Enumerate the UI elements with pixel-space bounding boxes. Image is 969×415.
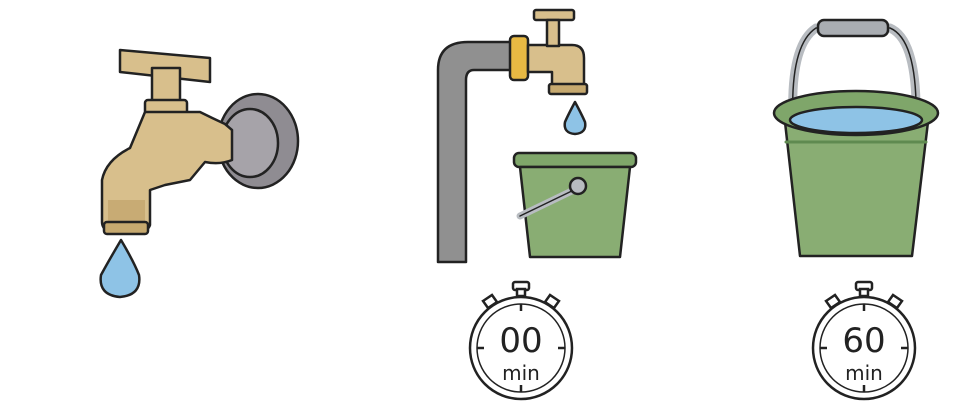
water-drop — [565, 102, 586, 134]
pipe-coupling — [510, 36, 528, 80]
stopwatch-crown-stem — [860, 289, 868, 296]
tap-nozzle-rim — [549, 84, 587, 94]
faucet-filling-bucket-icon — [438, 10, 636, 262]
timer-start-value: 00 — [499, 321, 542, 361]
tap-handle — [534, 10, 574, 20]
water-drop — [101, 240, 140, 297]
bucket-handle-grip — [818, 20, 888, 36]
bucket-rim — [514, 153, 636, 167]
timer-start-unit: min — [502, 361, 540, 385]
tap-handle-stem — [547, 20, 559, 46]
tap-nozzle-rim — [104, 222, 148, 234]
timer-end-value: 60 — [842, 321, 885, 361]
stopwatch-crown-stem — [517, 289, 525, 296]
water-pipe — [438, 42, 520, 262]
tap-body — [528, 45, 584, 88]
dripping-faucet-icon — [101, 50, 298, 297]
bucket-handle-pivot — [570, 178, 586, 194]
timer-end-unit: min — [845, 361, 883, 385]
bucket-water — [790, 107, 922, 133]
bucket-full-of-water-icon — [774, 20, 938, 256]
